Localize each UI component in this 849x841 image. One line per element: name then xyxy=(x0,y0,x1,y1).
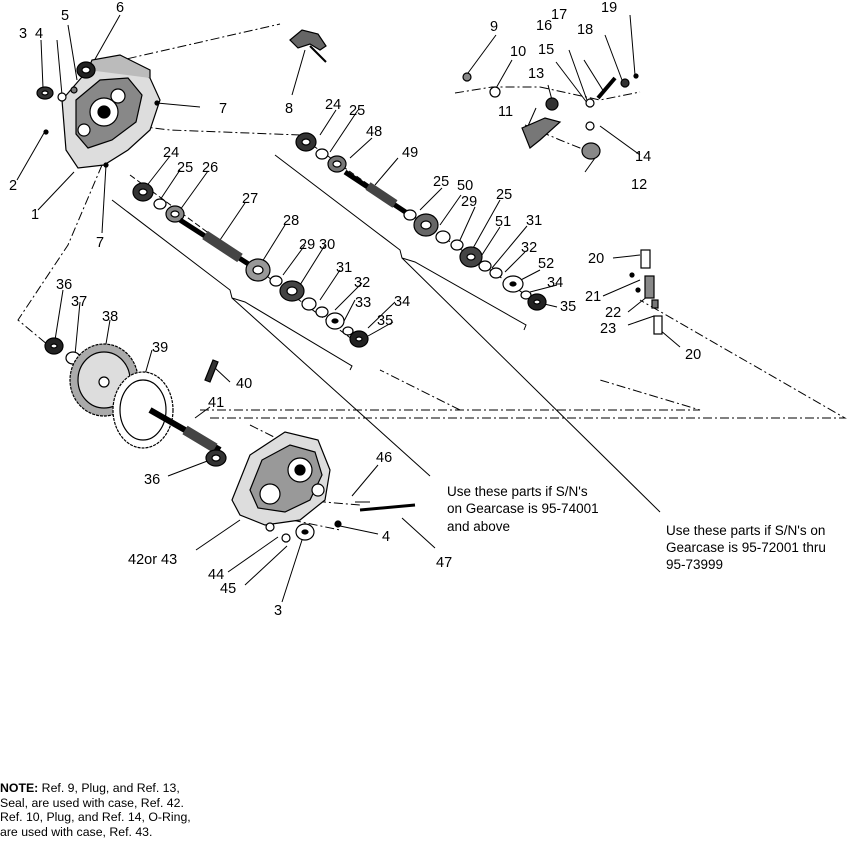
callout-34: 34 xyxy=(547,275,563,291)
callout-42-or-43: 42or 43 xyxy=(128,552,177,568)
shift-fork-part-8 xyxy=(289,29,327,63)
callout-20: 20 xyxy=(588,251,604,267)
callout-13: 13 xyxy=(528,66,544,82)
callout-20: 20 xyxy=(685,347,701,363)
callout-labels: 3 4 5 6 7 2 1 7 8 9 10 11 12 13 14 15 16… xyxy=(9,0,701,619)
callout-7: 7 xyxy=(96,235,104,251)
callout-34: 34 xyxy=(394,294,410,310)
callout-39: 39 xyxy=(152,340,168,356)
note-line-1-text: Ref. 9, Plug, and Ref. 13, xyxy=(38,781,180,795)
callout-17: 17 xyxy=(551,7,567,23)
dowel-part-7b xyxy=(103,162,109,168)
callout-29: 29 xyxy=(299,237,315,253)
callout-7: 7 xyxy=(219,101,227,117)
callout-11: 11 xyxy=(498,104,513,120)
bolt-part-2 xyxy=(43,129,49,135)
callout-50: 50 xyxy=(457,178,473,194)
callout-30: 30 xyxy=(319,237,335,253)
callout-44: 44 xyxy=(208,567,224,583)
callout-2: 2 xyxy=(9,178,17,194)
dowel-part-7a xyxy=(154,100,160,106)
callout-22: 22 xyxy=(605,305,621,321)
callout-35: 35 xyxy=(377,313,393,329)
callout-40: 40 xyxy=(236,376,252,392)
callout-31: 31 xyxy=(526,213,542,229)
callout-33: 33 xyxy=(355,295,371,311)
lower-caption-line-1: Use these parts if S/N's on xyxy=(666,523,825,538)
housing-cover-part-1 xyxy=(61,54,161,169)
callout-15: 15 xyxy=(538,42,554,58)
callout-32: 32 xyxy=(354,275,370,291)
small-parts-upper-right xyxy=(462,72,639,160)
lower-caption: Use these parts if S/N's on Gearcase is … xyxy=(666,523,826,572)
callout-32: 32 xyxy=(521,240,537,256)
callout-21: 21 xyxy=(585,289,601,305)
callout-31: 31 xyxy=(336,260,352,276)
callout-3: 3 xyxy=(274,603,282,619)
callout-36: 36 xyxy=(144,472,160,488)
callout-23: 23 xyxy=(600,321,616,337)
callout-24: 24 xyxy=(163,145,179,161)
callout-8: 8 xyxy=(285,101,293,117)
callout-14: 14 xyxy=(635,149,651,165)
callout-4: 4 xyxy=(35,26,43,42)
note-label: NOTE: xyxy=(0,781,39,795)
upper-caption-line-1: Use these parts if S/N's xyxy=(447,484,588,499)
washer-part-4 xyxy=(57,92,67,102)
callout-29: 29 xyxy=(461,194,477,210)
note-line-2: Seal, are used with case, Ref. 42. xyxy=(0,795,184,810)
callout-48: 48 xyxy=(366,124,382,140)
gear-train-left xyxy=(44,337,227,467)
part-shapes xyxy=(36,29,663,543)
callout-18: 18 xyxy=(577,22,593,38)
callout-3: 3 xyxy=(19,26,27,42)
note-line-1: NOTE: Ref. 9, Plug, and Ref. 13, xyxy=(0,781,300,796)
callout-25: 25 xyxy=(496,187,512,203)
callout-25: 25 xyxy=(433,174,449,190)
upper-shaft-group xyxy=(295,132,547,311)
callout-24: 24 xyxy=(325,97,341,113)
callout-10: 10 xyxy=(510,44,526,60)
callout-45: 45 xyxy=(220,581,236,597)
gear-case-part-42 xyxy=(231,431,416,543)
upper-caption-line-3: and above xyxy=(447,519,510,534)
callout-19: 19 xyxy=(601,0,617,16)
callout-35: 35 xyxy=(560,299,576,315)
upper-caption-line-2: on Gearcase is 95-74001 xyxy=(447,501,599,516)
seal-part-6 xyxy=(76,61,96,79)
lower-shaft-group xyxy=(132,182,369,348)
callout-4: 4 xyxy=(382,529,390,545)
callout-27: 27 xyxy=(242,191,258,207)
callout-38: 38 xyxy=(102,309,118,325)
callout-25: 25 xyxy=(177,160,193,176)
callout-9: 9 xyxy=(490,19,498,35)
callout-41: 41 xyxy=(208,395,224,411)
upper-caption: Use these parts if S/N's on Gearcase is … xyxy=(447,484,599,534)
note-line-3: Ref. 10, Plug, and Ref. 14, O-Ring, xyxy=(0,810,191,825)
callout-28: 28 xyxy=(283,213,299,229)
callout-46: 46 xyxy=(376,450,392,466)
callout-6: 6 xyxy=(116,0,124,16)
note-line-4: are used with case, Ref. 43. xyxy=(0,824,153,839)
shift-rod-parts xyxy=(629,249,663,335)
callout-49: 49 xyxy=(402,145,418,161)
callout-52: 52 xyxy=(538,256,554,272)
callout-51: 51 xyxy=(495,214,511,230)
callout-5: 5 xyxy=(61,8,69,24)
callout-37: 37 xyxy=(71,294,87,310)
lower-caption-line-2: Gearcase is 95-72001 thru xyxy=(666,540,826,555)
callout-1: 1 xyxy=(31,207,39,223)
callout-25: 25 xyxy=(349,103,365,119)
lower-caption-line-3: 95-73999 xyxy=(666,557,723,572)
callout-26: 26 xyxy=(202,160,218,176)
bearing-part-3 xyxy=(36,86,54,100)
callout-36: 36 xyxy=(56,277,72,293)
pin-part-5 xyxy=(70,86,78,94)
callout-47: 47 xyxy=(436,555,452,571)
callout-12: 12 xyxy=(631,177,647,193)
footnote: NOTE: Ref. 9, Plug, and Ref. 13, Seal, a… xyxy=(0,781,300,839)
callout-16: 16 xyxy=(536,18,552,34)
